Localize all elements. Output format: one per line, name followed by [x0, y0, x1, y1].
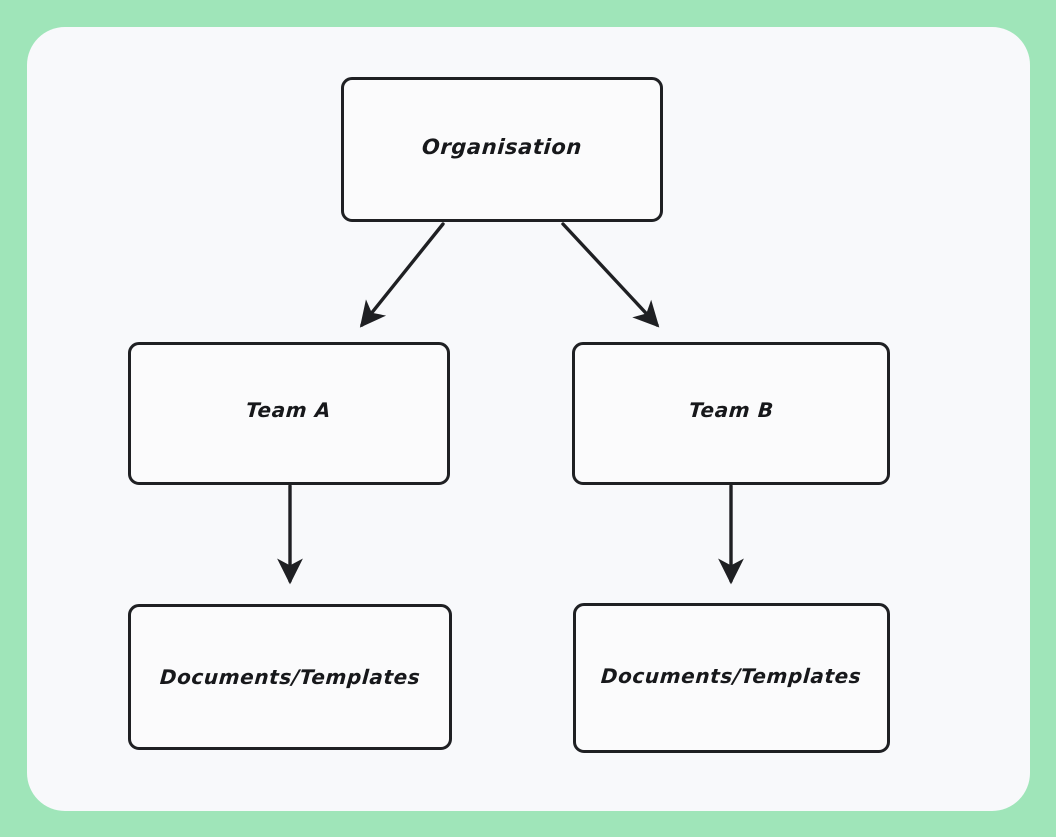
node-team-b-label: Team B	[687, 398, 775, 422]
node-documents-templates-a[interactable]: Documents/Templates	[128, 604, 452, 750]
node-documents-templates-b-label: Documents/Templates	[600, 664, 863, 688]
node-team-a-label: Team A	[245, 398, 333, 422]
node-documents-templates-b[interactable]: Documents/Templates	[573, 603, 890, 753]
node-team-b[interactable]: Team B	[572, 342, 890, 485]
node-team-a[interactable]: Team A	[128, 342, 450, 485]
node-documents-templates-a-label: Documents/Templates	[158, 665, 422, 689]
node-organisation[interactable]: Organisation	[341, 77, 663, 222]
node-organisation-label: Organisation	[421, 135, 583, 159]
edge-organisation-to-team-b	[561, 222, 660, 328]
edge-organisation-to-team-a	[359, 222, 445, 328]
